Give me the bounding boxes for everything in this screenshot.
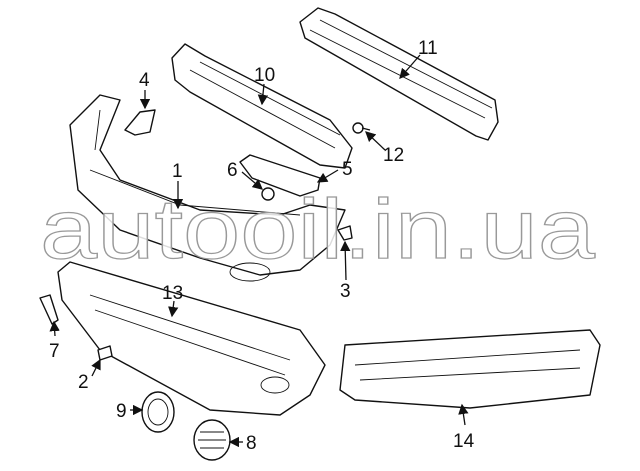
part-4-bracket <box>124 109 156 136</box>
part-11-reinforcement <box>299 7 499 141</box>
callout-10: 10 <box>254 65 275 86</box>
part-5-bracket <box>239 154 321 197</box>
callout-14: 14 <box>453 431 475 452</box>
part-8-fog-grille <box>193 419 231 461</box>
callout-6: 6 <box>227 160 238 181</box>
callout-5: 5 <box>342 159 353 180</box>
callout-2: 2 <box>78 372 89 393</box>
part-2-pin <box>97 345 113 361</box>
callout-9: 9 <box>116 401 127 422</box>
watermark: autooil.in.ua <box>40 182 595 276</box>
callout-13: 13 <box>162 283 183 304</box>
part-12-bolt <box>352 122 371 134</box>
part-10-absorber <box>171 43 353 169</box>
part-7-clip <box>39 294 59 325</box>
part-3-clip <box>337 225 353 241</box>
callout-11: 11 <box>418 38 438 59</box>
callout-8: 8 <box>246 433 257 454</box>
part-6-clip <box>261 187 275 201</box>
callout-3: 3 <box>340 281 351 302</box>
part-9-fog-cover <box>141 391 175 433</box>
callout-1: 1 <box>172 161 183 182</box>
callout-12: 12 <box>383 145 404 166</box>
leader-lines <box>49 54 469 448</box>
part-13-lower-cover <box>57 261 326 416</box>
callout-7: 7 <box>49 341 60 362</box>
callout-4: 4 <box>139 70 150 91</box>
part-14-under-cover <box>339 329 601 409</box>
